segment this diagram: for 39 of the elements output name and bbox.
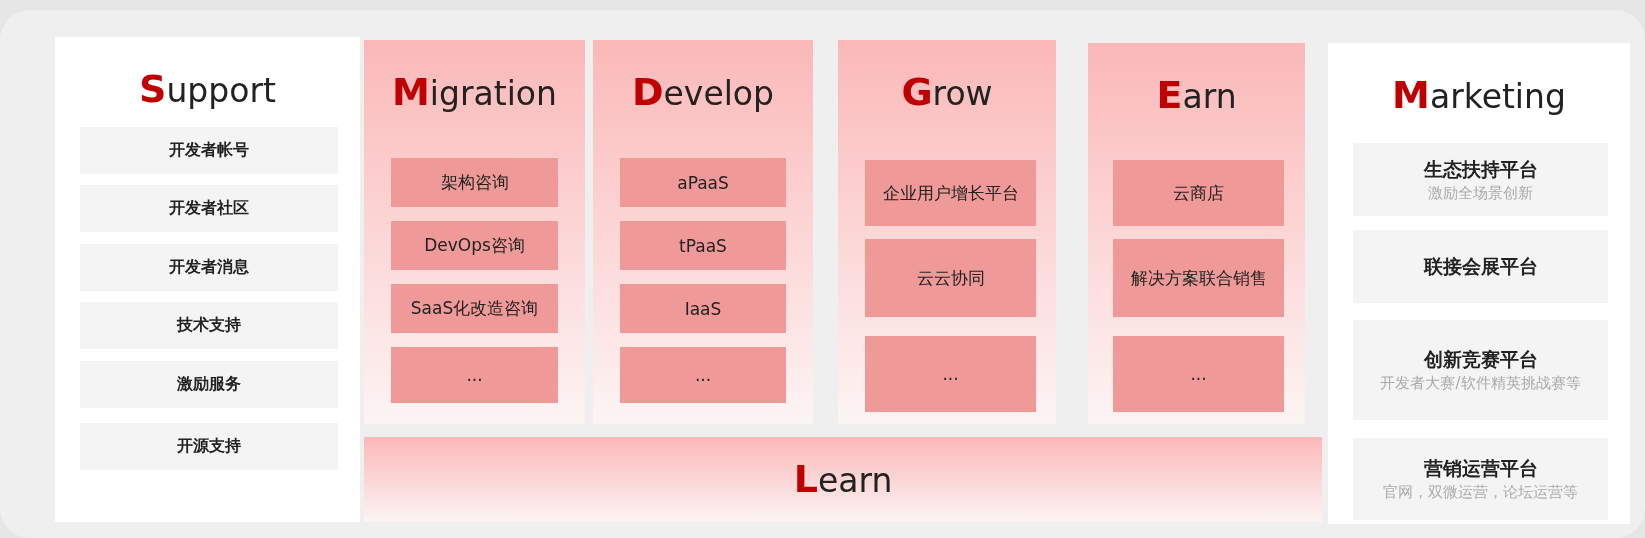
item-box: SaaS化改造咨询: [391, 284, 558, 333]
item-box: 企业用户增长平台: [865, 160, 1036, 226]
item-box: ...: [865, 336, 1036, 412]
card-subtitle: 开发者大赛/软件精英挑战赛等: [1379, 373, 1582, 393]
item-box: ...: [1113, 336, 1284, 412]
band-panel: [364, 437, 1322, 522]
panel-title: Marketing: [1391, 73, 1567, 117]
card-heading: 营销运营平台: [1422, 456, 1539, 481]
card-subtitle: 官网，双微运营，论坛运营等: [1382, 482, 1579, 502]
column-panel: [1088, 43, 1305, 424]
item-box: 激励服务: [80, 361, 338, 408]
item-box: IaaS: [620, 284, 786, 333]
card-heading: 联接会展平台: [1422, 253, 1539, 279]
item-box: 云商店: [1113, 160, 1284, 226]
item-box: ...: [620, 347, 786, 403]
panel-title: Grow: [900, 70, 994, 114]
item-box: 开发者帐号: [80, 127, 338, 174]
column-panel: [364, 40, 585, 424]
panel-title: Migration: [391, 70, 558, 114]
item-box: tPaaS: [620, 221, 786, 270]
card-heading: 生态扶持平台: [1422, 156, 1539, 182]
item-box: aPaaS: [620, 158, 786, 207]
item-box: 架构咨询: [391, 158, 558, 207]
item-box: ...: [391, 347, 558, 403]
column-panel: [593, 40, 813, 424]
item-box: 开发者社区: [80, 185, 338, 232]
item-box: 开发者消息: [80, 244, 338, 291]
item-box: 技术支持: [80, 302, 338, 349]
card-subtitle: 激励全场景创新: [1427, 182, 1534, 203]
item-box: 开源支持: [80, 423, 338, 470]
panel-title: Earn: [1155, 73, 1238, 117]
item-box: 解决方案联合销售: [1113, 239, 1284, 317]
item-box: 云云协同: [865, 239, 1036, 317]
column-panel: [838, 40, 1056, 424]
item-box: DevOps咨询: [391, 221, 558, 270]
panel-title: Develop: [631, 70, 775, 114]
card-heading: 创新竞赛平台: [1422, 347, 1539, 372]
panel-title: Support: [138, 67, 277, 111]
panel-title: Learn: [792, 457, 894, 501]
